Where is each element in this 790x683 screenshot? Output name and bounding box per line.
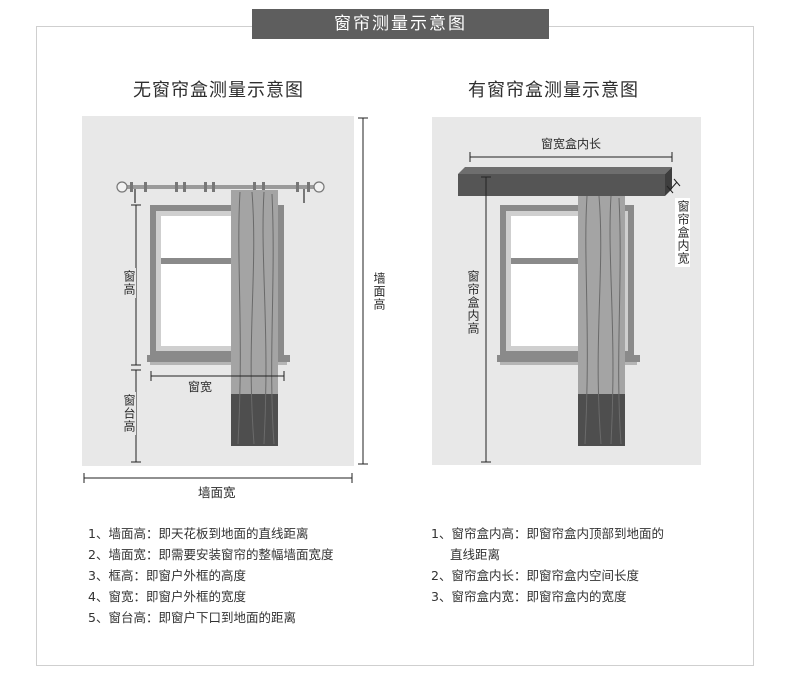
dim-box-inner-width: [666, 178, 681, 194]
curtain-rod: [116, 181, 325, 203]
right-notes: 1、窗帘盒内高：即窗帘盒内顶部到地面的 直线距离 2、窗帘盒内长：即窗帘盒内空间…: [431, 523, 664, 607]
note-item: 1、墙面高：即天花板到地面的直线距离: [88, 526, 309, 541]
label-box-inner-width: 窗帘盒内宽: [675, 198, 690, 267]
dim-window-width: [150, 371, 285, 381]
label-window-height: 窗高: [121, 268, 136, 298]
left-curtain: [231, 190, 278, 446]
left-notes: 1、墙面高：即天花板到地面的直线距离 2、墙面宽：即需要安装窗帘的整幅墙面宽度 …: [88, 523, 333, 628]
dim-sill-height: [131, 369, 141, 463]
dim-box-inner-length: [469, 152, 673, 162]
right-curtain: [578, 194, 625, 446]
note-item: 2、墙面宽：即需要安装窗帘的整幅墙面宽度: [88, 547, 334, 562]
dim-wall-width: [83, 473, 353, 483]
note-item: 直线距离: [450, 547, 501, 562]
label-wall-height: 墙面高: [371, 270, 386, 313]
left-diagram-title: 无窗帘盒测量示意图: [133, 80, 304, 101]
label-window-width: 窗宽: [188, 380, 213, 394]
right-diagram-title: 有窗帘盒测量示意图: [468, 80, 639, 101]
dim-wall-height: [358, 117, 368, 465]
note-item: 3、框高：即窗户外框的高度: [88, 568, 246, 583]
note-item: 4、窗宽：即窗户外框的宽度: [88, 589, 246, 604]
note-item: 2、窗帘盒内长：即窗帘盒内空间长度: [431, 568, 639, 583]
label-box-inner-length: 窗宽盒内长: [538, 137, 605, 152]
dim-box-inner-height: [481, 176, 491, 463]
label-sill-height: 窗台高: [121, 392, 136, 435]
label-box-inner-height: 窗帘盒内高: [465, 268, 480, 337]
dim-window-height: [131, 204, 141, 366]
note-item: 3、窗帘盒内宽：即窗帘盒内的宽度: [431, 589, 627, 604]
label-wall-width: 墙面宽: [198, 485, 236, 500]
curtain-box: [458, 167, 672, 196]
note-item: 1、窗帘盒内高：即窗帘盒内顶部到地面的: [431, 526, 664, 541]
banner-title: 窗帘测量示意图: [252, 9, 549, 39]
note-item: 5、窗台高：即窗户下口到地面的距离: [88, 610, 296, 625]
